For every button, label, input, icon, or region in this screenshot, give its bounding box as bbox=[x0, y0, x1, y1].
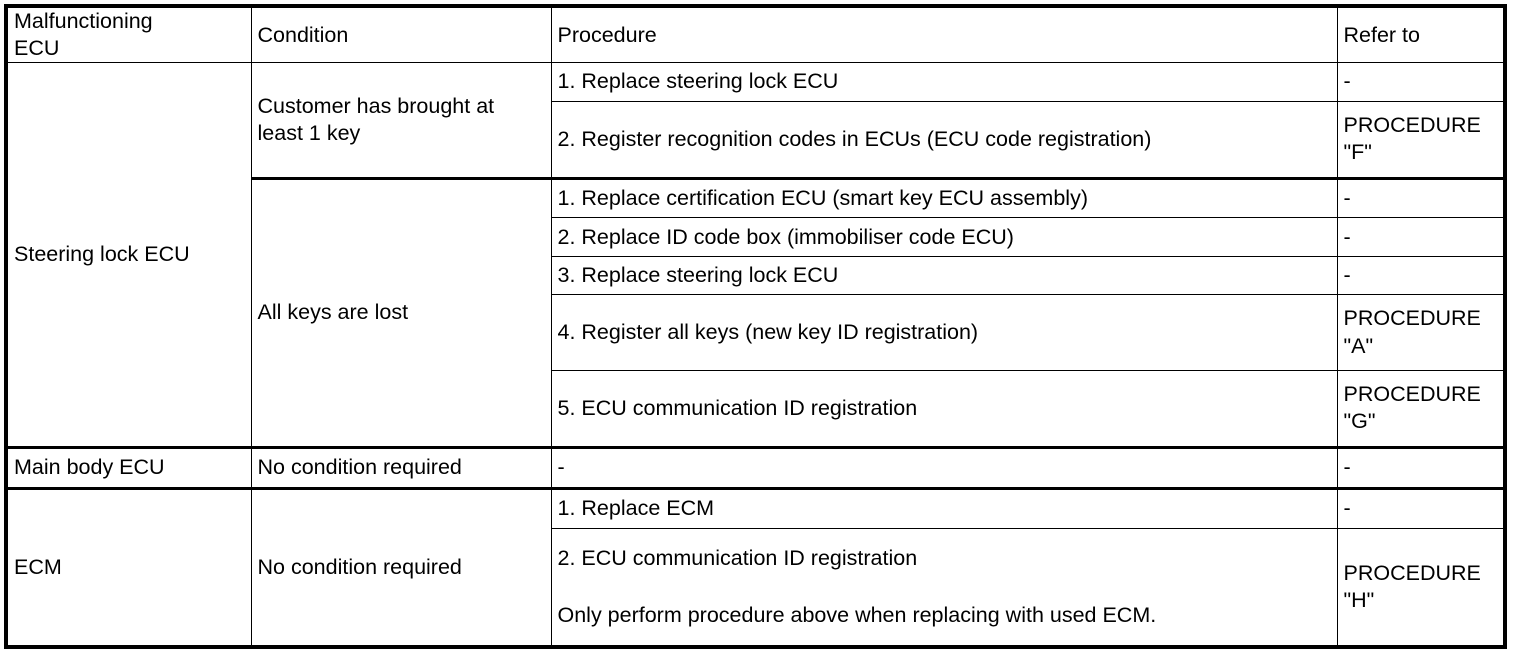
cell-procedure-s1-step2: 2. Register recognition codes in ECUs (E… bbox=[550, 100, 1338, 180]
table-body: Steering lock ECU Customer has brought a… bbox=[5, 62, 1506, 648]
table-row: 4. Register all keys (new key ID registr… bbox=[6, 294, 1506, 371]
table-row: 3. Replace steering lock ECU - bbox=[6, 255, 1506, 296]
cell-condition-at-least-one-key: Customer has brought at least 1 key bbox=[250, 62, 552, 180]
header-line-2: ECU bbox=[14, 36, 60, 61]
column-header-condition: Condition bbox=[250, 5, 552, 64]
column-header-refer-to: Refer to bbox=[1336, 5, 1506, 64]
cell-refer-s2-step5: PROCEDURE "G" bbox=[1336, 369, 1506, 449]
cell-refer-s2-step1: - bbox=[1336, 177, 1506, 219]
cell-procedure-s2-step3: 3. Replace steering lock ECU bbox=[550, 255, 1338, 296]
cell-procedure-s2-step5: 5. ECU communication ID registration bbox=[550, 369, 1338, 449]
table-row: ECM No condition required 1. Replace ECM… bbox=[5, 487, 1506, 648]
cell-ecu-main-body: Main body ECU bbox=[5, 446, 252, 490]
cell-procedure-ecm-step2: 2. ECU communication ID registration Onl… bbox=[550, 527, 1338, 648]
cell-procedure-ecm-step1: 1. Replace ECM bbox=[550, 487, 1338, 529]
table-row: Steering lock ECU Customer has brought a… bbox=[5, 62, 1506, 449]
cell-condition-all-keys-lost: All keys are lost bbox=[250, 177, 552, 449]
procedure-ecm-note: Only perform procedure above when replac… bbox=[557, 602, 1157, 627]
cell-condition-ecm: No condition required bbox=[250, 487, 552, 648]
table-row: 2. Register recognition codes in ECUs (E… bbox=[6, 100, 1506, 180]
cell-ecu-ecm: ECM bbox=[5, 487, 252, 648]
cell-refer-s2-step4: PROCEDURE "A" bbox=[1336, 294, 1506, 371]
cell-refer-s2-step2: - bbox=[1336, 217, 1506, 257]
cell-refer-ecm-step2: PROCEDURE "H" bbox=[1336, 527, 1506, 648]
header-row: Malfunctioning ECU Condition Procedure R… bbox=[5, 5, 1506, 64]
cell-refer-s1-step1: - bbox=[1336, 62, 1506, 102]
cell-procedure-s2-step4: 4. Register all keys (new key ID registr… bbox=[550, 294, 1338, 371]
cell-refer-main-body: - bbox=[1336, 446, 1506, 490]
table-header: Malfunctioning ECU Condition Procedure R… bbox=[5, 5, 1506, 64]
table-row: 2. ECU communication ID registration Onl… bbox=[6, 527, 1506, 648]
table-row: Main body ECU No condition required - - bbox=[5, 446, 1506, 490]
cell-procedure-s2-step1: 1. Replace certification ECU (smart key … bbox=[550, 177, 1338, 219]
procedure-table-container: Malfunctioning ECU Condition Procedure R… bbox=[4, 4, 1507, 649]
cell-refer-ecm-step1: - bbox=[1336, 487, 1506, 529]
cell-ecu-steering-lock: Steering lock ECU bbox=[5, 62, 252, 449]
column-header-malfunctioning-ecu: Malfunctioning ECU bbox=[5, 5, 252, 64]
ecu-replacement-procedure-table: Malfunctioning ECU Condition Procedure R… bbox=[4, 4, 1507, 649]
table-row: All keys are lost 1. Replace certificati… bbox=[6, 177, 1506, 449]
cell-condition-main-body: No condition required bbox=[250, 446, 552, 490]
cell-refer-s2-step3: - bbox=[1336, 255, 1506, 296]
cell-procedure-s2-step2: 2. Replace ID code box (immobiliser code… bbox=[550, 217, 1338, 257]
cell-procedure-main-body: - bbox=[550, 446, 1338, 490]
header-line-1: Malfunctioning bbox=[14, 9, 153, 33]
cell-procedure-s1-step1: 1. Replace steering lock ECU bbox=[550, 62, 1338, 102]
column-header-procedure: Procedure bbox=[550, 5, 1338, 64]
procedure-ecm-step2-text: 2. ECU communication ID registration bbox=[557, 545, 918, 570]
cell-refer-s1-step2: PROCEDURE "F" bbox=[1336, 100, 1506, 180]
table-row: 5. ECU communication ID registration PRO… bbox=[6, 369, 1506, 449]
